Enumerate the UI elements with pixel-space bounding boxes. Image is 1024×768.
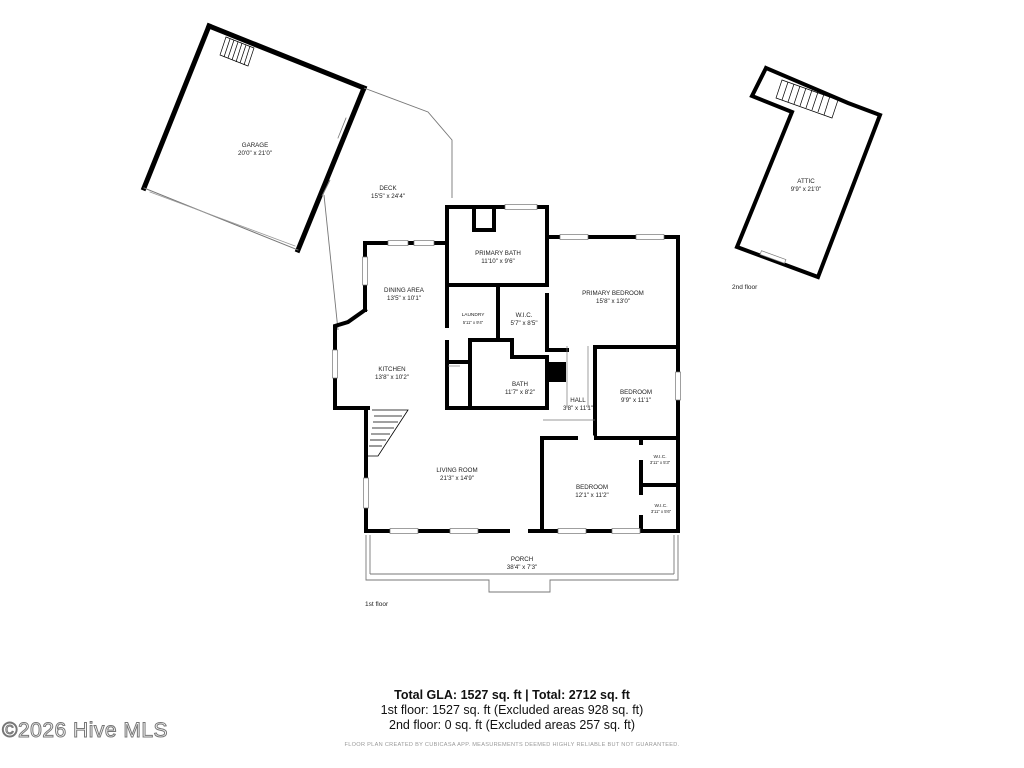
fixtures [448,346,595,421]
attic-dim: 9'9" x 21'0" [791,186,822,193]
dining-area-name: DINING AREA [384,287,425,294]
wic-primary-name: W.I.C. [516,312,533,319]
windows [332,204,681,534]
primary-bath-dim: 11'10" x 9'6" [481,258,514,265]
bath-dim: 11'7" x 8'2" [505,389,535,396]
attic-walls [734,65,883,280]
chimney-block [548,362,566,382]
garage-stairs-icon [219,36,255,67]
hall-dim: 3'8" x 11'1" [563,405,593,412]
bedroom-1-dim: 9'9" x 11'1" [621,397,651,404]
living-room-dim: 21'3" x 14'9" [440,475,474,482]
garage-walls [140,22,368,254]
bedroom-2-dim: 12'1" x 11'2" [575,492,608,499]
wic-primary-dim: 5'7" x 8'5" [510,320,537,327]
first-floor-label: 1st floor [365,601,389,608]
kitchen-name: KITCHEN [378,366,405,373]
bedroom-2-name: BEDROOM [576,484,608,491]
porch-name: PORCH [511,556,533,563]
garage-dim: 20'0" x 21'0" [238,150,272,157]
summary-second-floor: 2nd floor: 0 sq. ft (Excluded areas 257 … [389,718,635,732]
hall-name: HALL [570,397,586,404]
primary-bedroom-dim: 15'8" x 13'0" [596,298,630,305]
attic-window [759,250,787,264]
watermark: ©2026 Hive MLS [1,719,169,743]
wic-1-dim: 3'11" x 5'3" [650,460,671,465]
kitchen-dim: 13'8" x 10'2" [375,374,409,381]
living-room-name: LIVING ROOM [436,467,477,474]
bath-name: BATH [512,381,528,388]
summary-total: Total GLA: 1527 sq. ft | Total: 2712 sq.… [394,688,630,702]
disclaimer: FLOOR PLAN CREATED BY CUBICASA APP. MEAS… [344,742,680,748]
living-stairs-icon [366,409,409,457]
wic-2-name: W.I.C. [654,503,667,509]
dining-area-dim: 13'5" x 10'1" [387,295,421,302]
laundry-dim: 5'11" x 9'4" [463,320,484,325]
deck-outline [321,87,453,331]
deck-dim: 15'5" x 24'4" [371,193,405,200]
deck-name: DECK [379,185,397,192]
second-floor-label: 2nd floor [732,284,758,291]
attic-name: ATTIC [797,178,815,185]
primary-bath-name: PRIMARY BATH [475,250,521,257]
wic-1-name: W.I.C. [653,454,666,460]
primary-bedroom-name: PRIMARY BEDROOM [582,290,644,297]
porch-dim: 38'4" x 7'3" [507,564,538,571]
laundry-name: LAUNDRY [462,312,486,318]
porch-outline [365,535,679,593]
wic-2-dim: 3'11" x 5'6" [651,509,672,514]
attic-stairs-icon [775,79,839,119]
garage-name: GARAGE [242,142,268,149]
bedroom-1-name: BEDROOM [620,389,652,396]
summary-first-floor: 1st floor: 1527 sq. ft (Excluded areas 9… [380,703,644,717]
